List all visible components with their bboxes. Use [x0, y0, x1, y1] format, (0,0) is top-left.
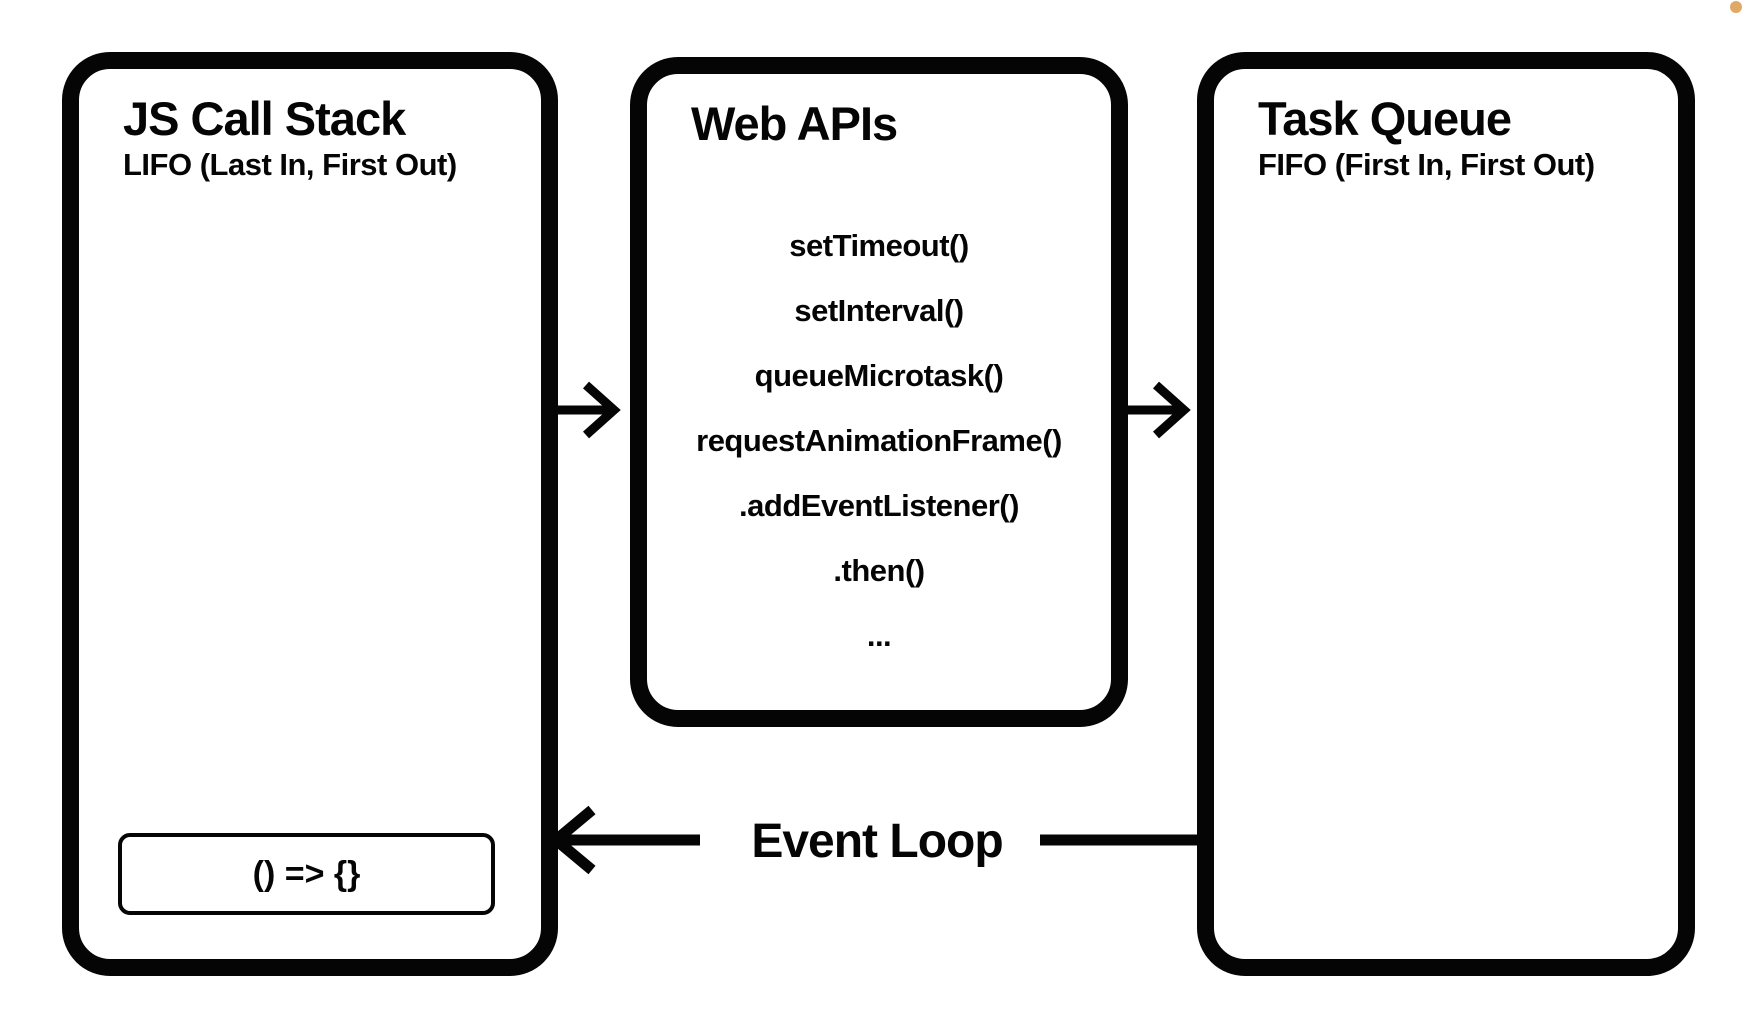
js-call-stack-title: JS Call Stack	[123, 92, 406, 145]
task-queue-box: Task Queue FIFO (First In, First Out)	[1197, 52, 1695, 976]
orange-dot	[1730, 1, 1742, 13]
web-api-item: setInterval()	[794, 293, 964, 328]
web-apis-box: Web APIs setTimeout() setInterval() queu…	[630, 57, 1128, 727]
task-queue-title: Task Queue	[1258, 92, 1512, 145]
call-stack-frame-label: () => {}	[252, 854, 361, 893]
web-api-item: queueMicrotask()	[754, 358, 1004, 393]
web-apis-title: Web APIs	[691, 97, 898, 150]
web-api-item: setTimeout()	[789, 228, 969, 263]
web-apis-list: setTimeout() setInterval() queueMicrotas…	[647, 213, 1111, 668]
event-loop-label: Event Loop	[751, 815, 1003, 868]
web-api-item: .addEventListener()	[739, 488, 1019, 523]
js-call-stack-subtitle: LIFO (Last In, First Out)	[123, 146, 457, 182]
call-stack-frame: () => {}	[118, 833, 495, 915]
arrow-webapis-to-queue	[1128, 381, 1191, 439]
web-api-item: ...	[866, 618, 892, 653]
task-queue-subtitle: FIFO (First In, First Out)	[1258, 146, 1595, 182]
web-api-item: requestAnimationFrame()	[696, 423, 1062, 458]
web-api-item: .then()	[833, 553, 925, 588]
arrow-stack-to-webapis	[558, 381, 621, 439]
js-call-stack-box: JS Call Stack LIFO (Last In, First Out) …	[62, 52, 558, 976]
